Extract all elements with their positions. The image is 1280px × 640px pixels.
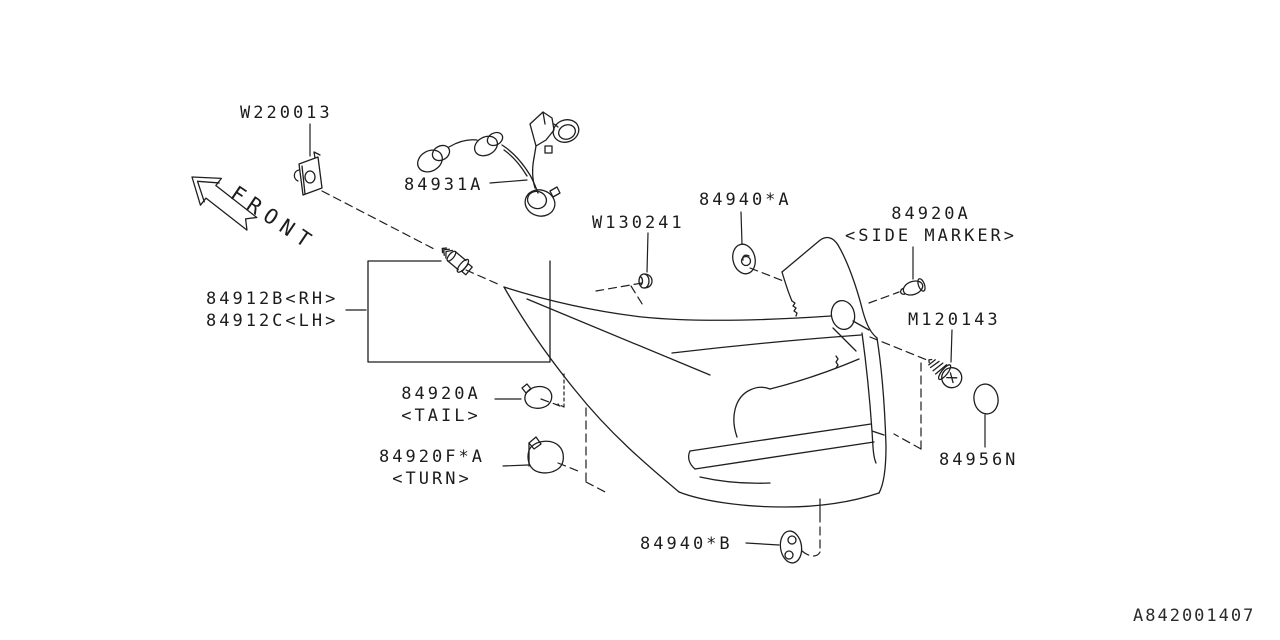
part-number-rh: 84912B<RH> xyxy=(206,289,339,309)
part-number: 84920A xyxy=(891,204,971,224)
drawing-number: A842001407 xyxy=(1133,606,1256,626)
packing-a-drawing xyxy=(732,243,756,275)
part-label-84920a-tail: 84920A <TAIL> xyxy=(396,383,486,427)
part-number: 84920A xyxy=(401,384,481,404)
part-number-lh: 84912C<LH> xyxy=(206,311,339,331)
assembly-dashed-lines xyxy=(321,190,928,557)
side-marker-bulb-drawing xyxy=(900,278,926,296)
plug-drawing xyxy=(973,383,999,415)
part-label-84912: 84912B<RH> 84912C<LH> xyxy=(206,288,338,332)
part-label-84920f-turn: 84920F*A <TURN> xyxy=(374,446,490,490)
part-label-w130241: W130241 xyxy=(592,213,685,233)
part-label-84920a-side-marker: 84920A <SIDE MARKER> xyxy=(843,203,1019,247)
tail-lamp-lens-drawing xyxy=(503,236,887,508)
tail-bulb-drawing xyxy=(521,383,553,409)
part-label-84940b: 84940*B xyxy=(640,534,733,554)
part-number: 84920F*A xyxy=(379,447,485,467)
stud-bolt-drawing xyxy=(441,247,473,276)
clip-drawing xyxy=(293,151,323,196)
leader-lines xyxy=(309,123,986,546)
part-label-m120143: M120143 xyxy=(908,310,1001,330)
nut-drawing xyxy=(638,273,653,289)
part-label-84940a: 84940*A xyxy=(699,190,792,210)
part-label-84956n: 84956N xyxy=(939,450,1019,470)
part-qualifier: <TAIL> xyxy=(401,406,481,426)
front-label: FRONT xyxy=(226,181,321,256)
front-direction-arrow-icon xyxy=(191,176,258,231)
bulb-socket-harness-drawing xyxy=(417,111,580,217)
turn-bulb-drawing xyxy=(527,436,565,474)
part-label-84931a: 84931A xyxy=(404,175,484,195)
packing-b-drawing xyxy=(779,530,803,564)
screw-drawing xyxy=(928,358,963,389)
callout-box xyxy=(367,260,551,363)
part-qualifier: <SIDE MARKER> xyxy=(844,226,1018,246)
assembly-dotted-lines xyxy=(557,373,565,408)
part-qualifier: <TURN> xyxy=(392,469,472,489)
part-label-w220013: W220013 xyxy=(240,103,333,123)
